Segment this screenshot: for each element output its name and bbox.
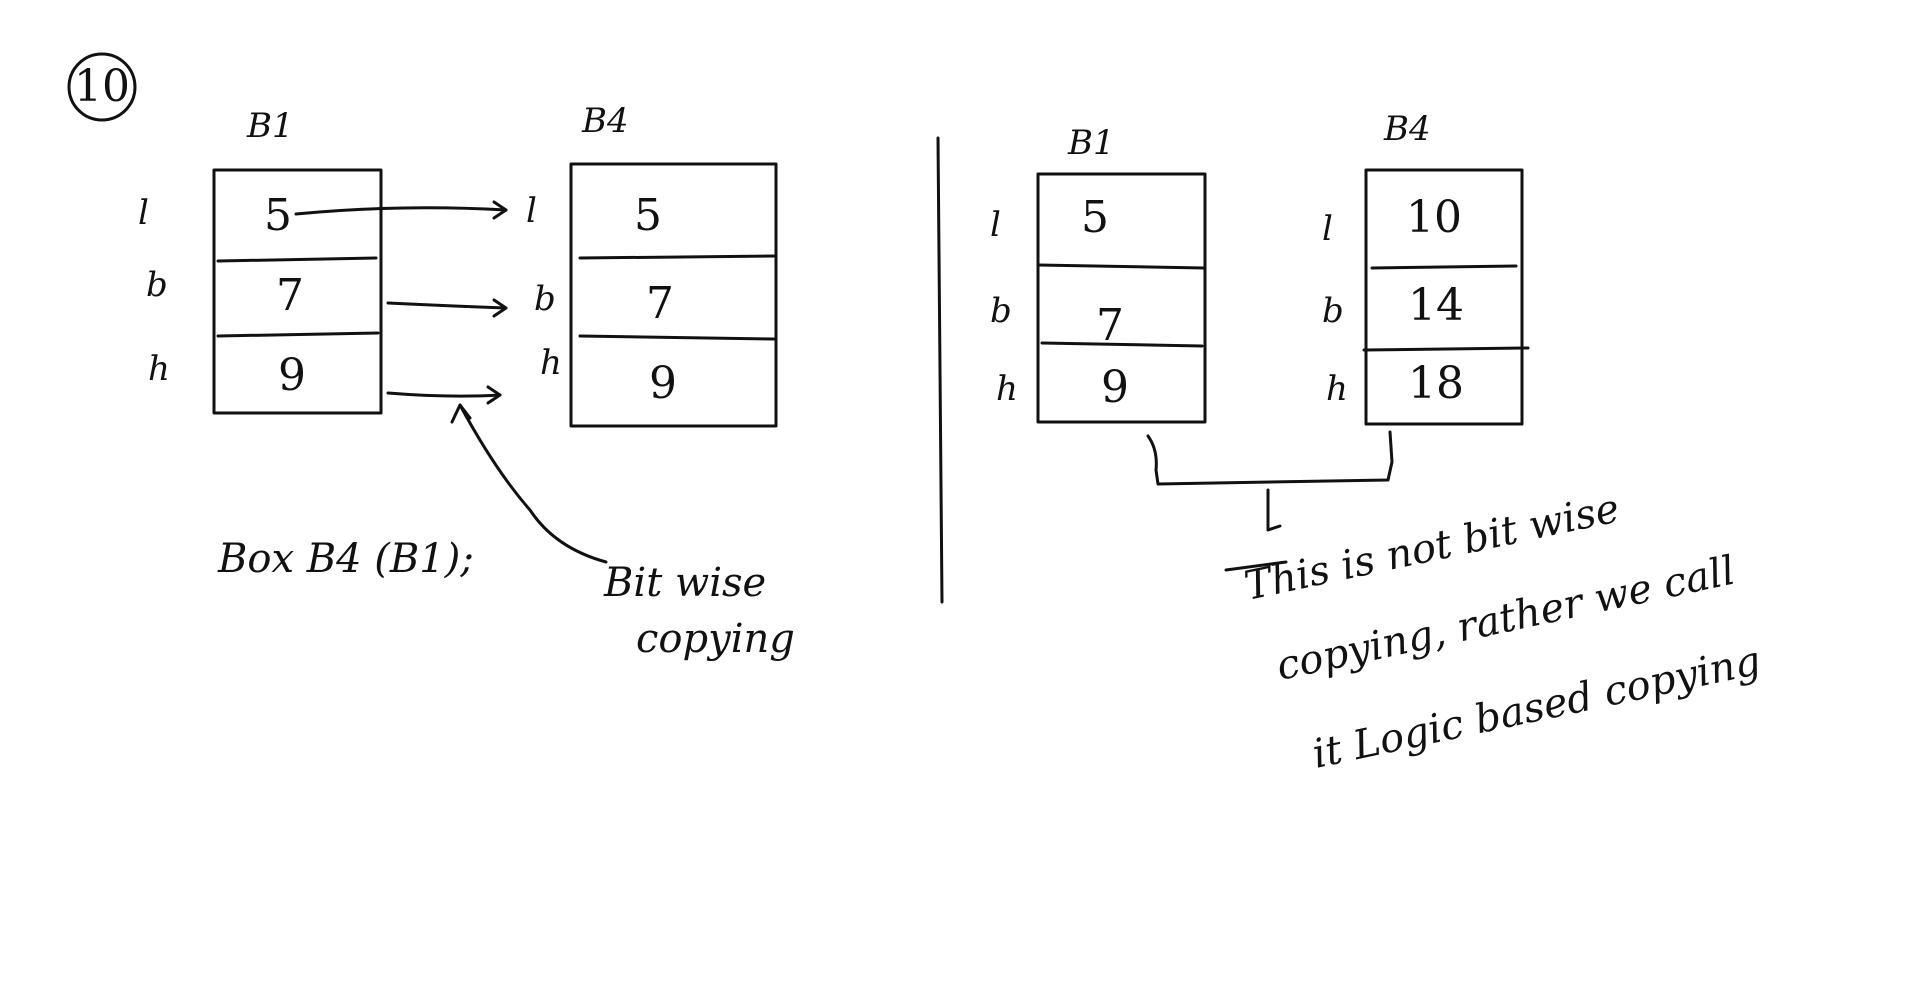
- right-logic-copy-diagram: B1 5 7 9 l b h B4 10 14 18 l b h: [990, 109, 1765, 778]
- note-underline: [1224, 560, 1288, 572]
- copy-constructor-statement: Box B4 (B1);: [217, 536, 474, 582]
- right-box2-label-b: b: [1322, 291, 1344, 331]
- left-box2-divider-2: [578, 334, 776, 341]
- right-box2-divider-1: [1370, 264, 1518, 270]
- bitwise-note-line1: Bit wise: [603, 560, 766, 606]
- right-box1-divider-2: [1040, 341, 1204, 348]
- right-box1-title: B1: [1067, 123, 1115, 163]
- example-number-badge: 10: [67, 52, 137, 122]
- right-box1-value-b: 7: [1096, 300, 1124, 351]
- left-target-label-l: l: [526, 191, 537, 231]
- copy-arrow-h-head: [486, 385, 502, 405]
- left-row-label-h: h: [148, 349, 170, 389]
- section-divider: [936, 136, 944, 604]
- bracket-pointer: [1266, 488, 1282, 532]
- copy-arrow-b: [386, 301, 508, 310]
- number-circle: [67, 52, 137, 122]
- copy-arrow-b-head: [492, 298, 508, 318]
- left-box1-divider-2: [216, 331, 380, 338]
- right-box1-value-l: 5: [1081, 192, 1109, 243]
- annotation-arrow-head: [450, 403, 472, 424]
- left-bitwise-copy-diagram: B1 5 7 9 l b h B4 5 7 9 l b h: [138, 101, 795, 662]
- left-row-label-b: b: [146, 265, 168, 305]
- copy-arrow-l-head: [492, 200, 508, 220]
- left-box1-value-b: 7: [276, 270, 304, 321]
- left-box1-value-h: 9: [278, 350, 306, 401]
- right-box2-value-h: 18: [1408, 358, 1464, 409]
- right-row-label-h: h: [996, 369, 1018, 409]
- right-row-label-l: l: [990, 205, 1001, 245]
- right-box2-title: B4: [1383, 109, 1431, 149]
- right-box1-divider-1: [1036, 263, 1206, 270]
- right-box2-label-l: l: [1322, 209, 1333, 249]
- left-target-label-h: h: [540, 343, 562, 383]
- left-box1-title: B1: [246, 106, 294, 146]
- left-row-label-l: l: [138, 193, 149, 233]
- left-box1-divider-1: [216, 256, 378, 263]
- bitwise-note-line2: copying: [636, 616, 795, 662]
- left-box2-title: B4: [581, 101, 629, 141]
- left-box2-divider-1: [578, 254, 778, 260]
- right-box2-value-b: 14: [1408, 280, 1464, 331]
- left-box1-value-l: 5: [264, 190, 292, 241]
- right-box2-label-h: h: [1326, 369, 1348, 409]
- right-box1-value-h: 9: [1101, 362, 1129, 413]
- right-box2-divider-2: [1362, 346, 1530, 352]
- example-number: 10: [74, 61, 130, 112]
- left-box2: [569, 162, 778, 428]
- copy-arrow-h: [386, 391, 502, 398]
- left-box2-value-h: 9: [649, 358, 677, 409]
- annotation-arrow: [458, 403, 608, 564]
- left-box2-value-b: 7: [646, 278, 674, 329]
- right-box1: [1036, 172, 1207, 424]
- right-row-label-b: b: [990, 291, 1012, 331]
- left-box2-value-l: 5: [634, 190, 662, 241]
- right-box2-value-l: 10: [1406, 192, 1462, 243]
- left-target-label-b: b: [534, 279, 556, 319]
- right-box2: [1364, 168, 1524, 426]
- left-box1: [212, 168, 383, 415]
- copy-arrow-l: [294, 206, 508, 216]
- bracket-connector: [1146, 430, 1394, 486]
